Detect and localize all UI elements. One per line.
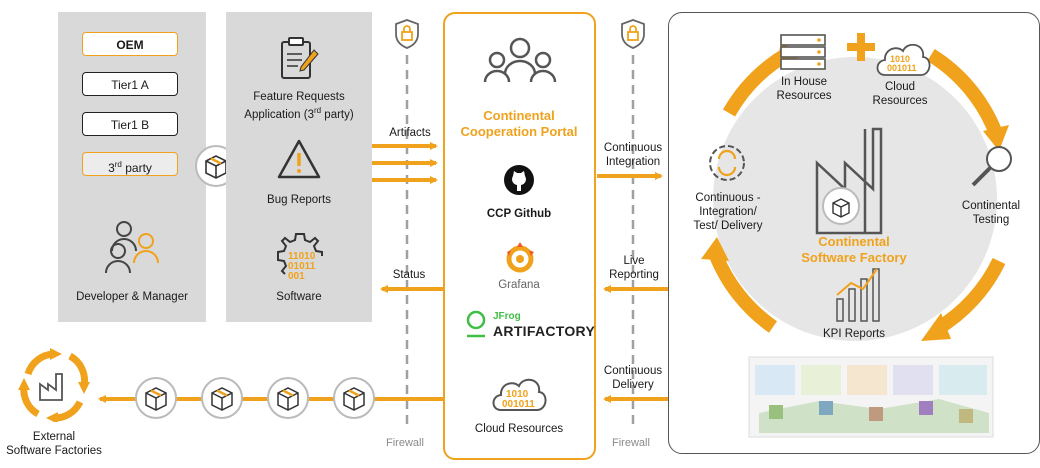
factory-cloud-icon: 1010 001011 [876, 43, 931, 76]
firewall-label-left: Firewall [386, 437, 424, 449]
firewall-label-right: Firewall [612, 437, 650, 449]
tier1b: Tier1 B [82, 112, 178, 136]
portal-cloud-bits-2: 001011 [502, 399, 535, 410]
warning-icon [277, 139, 321, 179]
jfrog-small-label: JFrog [493, 311, 521, 322]
tools-collage-image [748, 356, 994, 438]
software-label: Software [276, 291, 322, 303]
factory-cloud-bits-1: 1010 [890, 54, 910, 64]
status-label: Status [392, 269, 426, 281]
grafana-label: Grafana [498, 279, 540, 291]
factory-building-icon [815, 127, 883, 235]
package-icon-2 [201, 377, 243, 419]
factory-cloud-bits-2: 001011 [887, 63, 917, 73]
delivery-packages [135, 377, 375, 419]
cycle-arrow-bottom-left [708, 250, 778, 333]
artifact-source-panel: Feature Requests Application (3rd party)… [226, 12, 372, 322]
github-label: CCP Github [486, 208, 552, 220]
jfrog-icon [466, 310, 486, 338]
package-icon-4 [333, 377, 375, 419]
bug-reports-label: Bug Reports [267, 194, 331, 206]
ci-gear-icon [709, 145, 745, 181]
software-bits-1: 11010 [288, 251, 316, 262]
artifacts-label: Artifacts [389, 127, 431, 139]
software-factory-panel: 1010 001011 [668, 12, 1040, 454]
software-gear-icon: 11010 01011 001 [277, 233, 323, 282]
tier-third-party: 3rd party [82, 152, 178, 176]
server-icon [780, 34, 826, 70]
feature-requests-label: Feature Requests Application (3rd party) [244, 91, 354, 121]
grafana-icon [506, 242, 534, 273]
external-factory-icon [18, 348, 90, 422]
factory-package-badge [822, 187, 860, 225]
magnifier-icon [971, 146, 1012, 187]
package-icon-1 [135, 377, 177, 419]
tier1a: Tier1 A [82, 72, 178, 96]
factory-cycle-layer: 1010 001011 [701, 33, 1012, 438]
kpi-reports-label: KPI Reports [823, 328, 885, 340]
software-bits-2: 01011 [288, 261, 316, 272]
shield-lock-icon-right [621, 19, 645, 49]
kpi-chart-icon [836, 268, 880, 322]
clipboard-icon [281, 37, 319, 79]
shield-lock-icon-left [395, 19, 419, 49]
package-icon-3 [267, 377, 309, 419]
plus-icon [847, 33, 875, 61]
artifactory-label: ARTIFACTORY [493, 323, 596, 339]
portal-cloud-label: Cloud Resources [474, 423, 564, 435]
team-icon [483, 37, 557, 83]
developer-manager-icon [105, 221, 159, 274]
tier-oem: OEM [82, 32, 178, 56]
stakeholder-panel: OEM Tier1 A Tier1 B 3rd party Developer … [58, 12, 206, 322]
developer-manager-label: Developer & Manager [76, 291, 188, 303]
ci-delivery-label: Continuous -Integration/Test/ Delivery [693, 192, 763, 232]
github-icon [504, 165, 534, 195]
software-bits-3: 001 [288, 271, 305, 282]
cloud-resources-icon: 1010 001011 [492, 378, 547, 411]
cycle-arrow-top-right [927, 49, 1002, 134]
portal-cloud-bits-1: 1010 [506, 389, 529, 400]
